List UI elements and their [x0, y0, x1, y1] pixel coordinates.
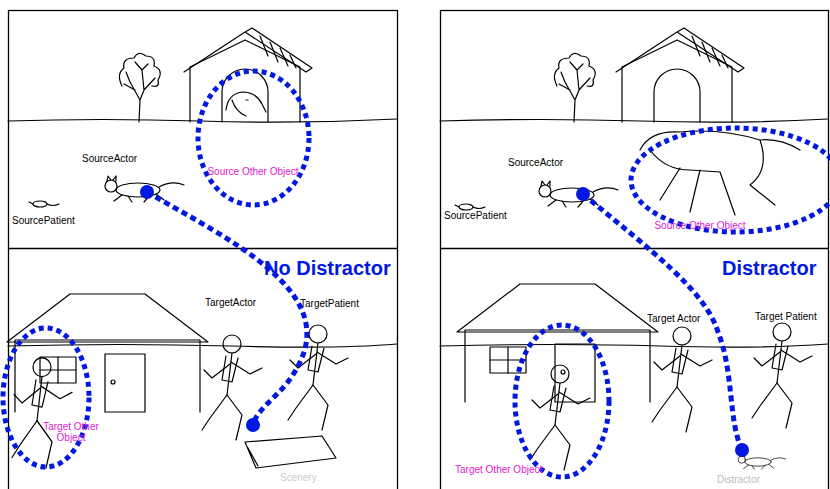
panel-frames [8, 11, 829, 489]
dotted-ellipse [3, 328, 89, 467]
tree-drawing [554, 53, 595, 122]
dog-head [226, 92, 266, 116]
ellipse-shape [195, 68, 312, 208]
object-label: Source Other Object [198, 166, 308, 177]
scene-label: Distractor [717, 474, 760, 486]
other-object-ellipse: Source Other Object [195, 68, 312, 208]
cat-drawing [105, 176, 184, 202]
scene-label: Scenery [280, 472, 317, 484]
doghouse-drawing [616, 28, 744, 122]
other-object-ellipse: Target Other Object [512, 322, 612, 480]
source-scene-left [8, 28, 397, 207]
other-object-ellipse: Source Other Object [628, 125, 830, 235]
person-drawing [288, 325, 348, 430]
running-dog [640, 131, 800, 215]
target-scene-left [7, 294, 397, 468]
person-drawing [530, 365, 590, 470]
ellipse-shape [628, 125, 830, 235]
panel-divider [440, 248, 828, 249]
panel-frame [9, 11, 398, 489]
sandbox-drawing [245, 436, 336, 468]
mapping-dot [246, 418, 260, 432]
dotted-ellipse [631, 128, 830, 232]
object-label: Target Other Object [455, 464, 565, 475]
person-drawing [652, 327, 712, 432]
dotted-ellipse [515, 325, 609, 477]
object-label: Source Other Object [640, 220, 760, 231]
ground-line [8, 344, 397, 347]
mapping-curve [147, 192, 307, 425]
person-drawing [752, 323, 812, 428]
mapping-dot [140, 185, 154, 199]
cat-drawing [539, 181, 618, 207]
ground-line [440, 119, 828, 122]
dotted-ellipse [198, 71, 309, 205]
ellipse-shape [512, 322, 612, 480]
mouse-drawing [455, 204, 485, 210]
house-drawing [457, 284, 658, 402]
scene-label: TargetPatient [300, 298, 359, 310]
target-scene-right [440, 284, 828, 470]
scene-label: SourceActor [82, 153, 137, 165]
panel-frame [441, 11, 829, 489]
tree-drawing [119, 53, 160, 122]
condition-heading: Distractor [722, 257, 816, 279]
house-drawing [7, 294, 208, 412]
mapping-dot [576, 187, 590, 201]
condition-heading: No Distractor [264, 257, 391, 279]
scene-label: SourcePatient [444, 210, 507, 222]
other-object-ellipse: Target Other Object [0, 325, 92, 470]
scene-label: SourcePatient [12, 215, 75, 227]
scene-label: Target Patient [755, 311, 817, 323]
object-label: Target Other Object [40, 421, 102, 443]
doghouse-drawing [184, 28, 312, 122]
mouse-drawing [29, 201, 59, 207]
mapping-dot [735, 443, 749, 457]
ellipse-shape [0, 325, 92, 470]
scene-label: SourceActor [508, 157, 563, 169]
scene-label: TargetActor [205, 297, 256, 309]
person-drawing [202, 335, 262, 440]
panel-divider [8, 248, 397, 249]
scene-label: Target Actor [647, 313, 700, 325]
